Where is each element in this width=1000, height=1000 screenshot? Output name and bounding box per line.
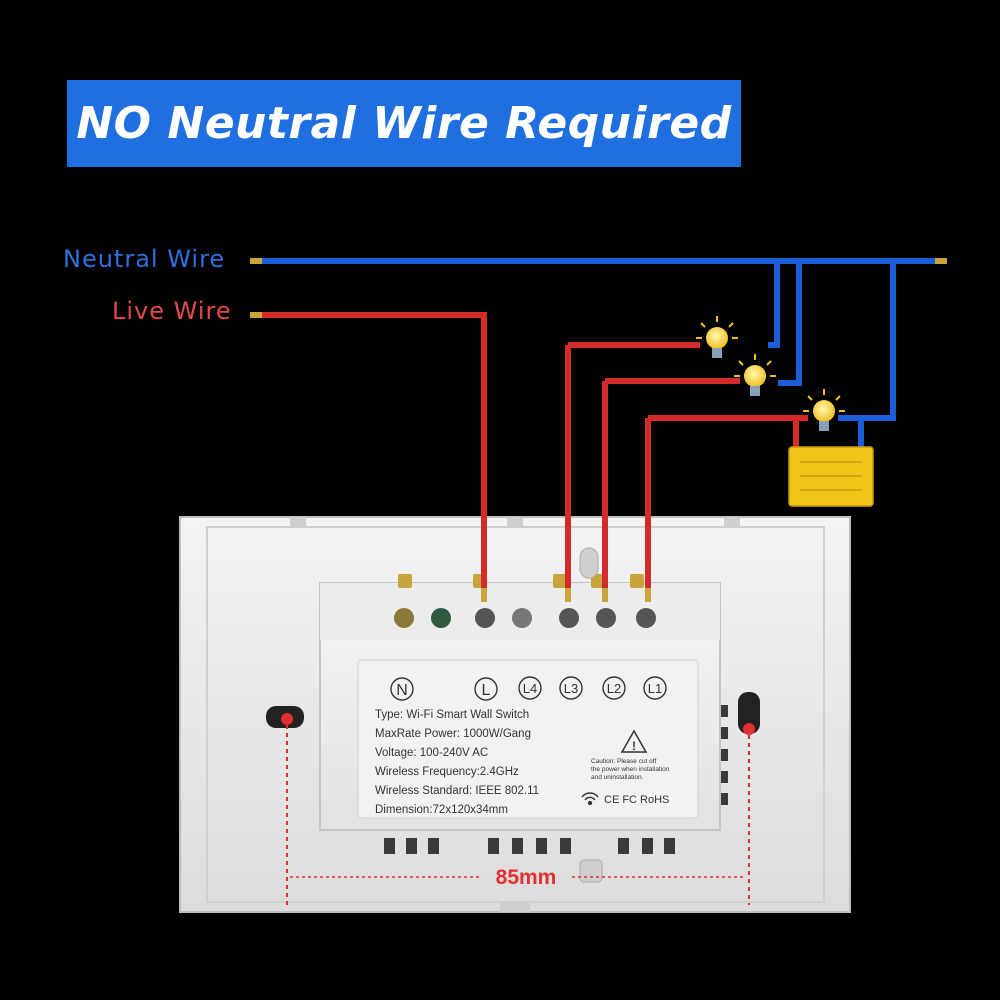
capacitor-icon — [788, 446, 874, 507]
bulb-icon — [696, 316, 738, 358]
neutral-wire-start — [250, 258, 262, 264]
terminal-l4-circle — [518, 676, 542, 700]
warning-icon: ! — [620, 729, 648, 753]
wifi-icon — [581, 792, 599, 806]
terminal-l2-label: L2 — [607, 681, 621, 696]
wire-terminal-ends — [481, 588, 651, 602]
terminal-l2-circle — [602, 676, 626, 700]
terminal-live-circle — [474, 677, 498, 701]
right-mounting-slot — [738, 692, 760, 734]
terminal-live-label: L — [482, 682, 491, 699]
terminal-neutral-circle — [390, 677, 414, 701]
caution-line1: Caution: Please cut off — [591, 758, 656, 765]
banner-title: NO Neutral Wire Required — [76, 98, 732, 149]
terminal-l1-circle — [643, 676, 667, 700]
neutral-wire-end — [935, 258, 947, 264]
bulb-icon — [803, 389, 845, 431]
live-wiring — [262, 312, 808, 590]
terminal-l1-label: L1 — [648, 681, 662, 696]
measurement-label: 85mm — [496, 866, 557, 889]
live-wire-start — [250, 312, 262, 318]
terminal-neutral-label: N — [396, 682, 408, 699]
terminal-l3-label: L3 — [564, 681, 578, 696]
title-banner: NO Neutral Wire Required — [67, 80, 741, 167]
spec-type: Type: Wi-Fi Smart Wall Switch — [375, 709, 529, 721]
spec-standard: Wireless Standard: IEEE 802.11 — [375, 785, 539, 797]
caution-line3: and uninstallation. — [591, 774, 644, 781]
svg-text:!: ! — [632, 739, 636, 753]
caution-line2: the power when installation — [591, 766, 670, 773]
spec-dimension: Dimension:72x120x34mm — [375, 804, 508, 816]
certifications: CE FC RoHS — [604, 794, 669, 806]
neutral-wire-label: Neutral Wire — [63, 245, 226, 273]
measurement-85mm: 85mm — [281, 713, 755, 905]
spec-voltage: Voltage: 100-240V AC — [375, 747, 488, 759]
neutral-wiring — [262, 258, 935, 449]
spec-label-panel: N L L4 L3 L2 L1 Type: Wi-Fi Smart Wall S… — [357, 659, 699, 819]
bulb-icon — [734, 354, 776, 396]
spec-frequency: Wireless Frequency:2.4GHz — [375, 766, 519, 778]
terminal-l3-circle — [559, 676, 583, 700]
terminal-l4-label: L4 — [523, 681, 537, 696]
live-wire-label: Live Wire — [112, 297, 232, 325]
spec-max-power: MaxRate Power: 1000W/Gang — [375, 728, 531, 740]
